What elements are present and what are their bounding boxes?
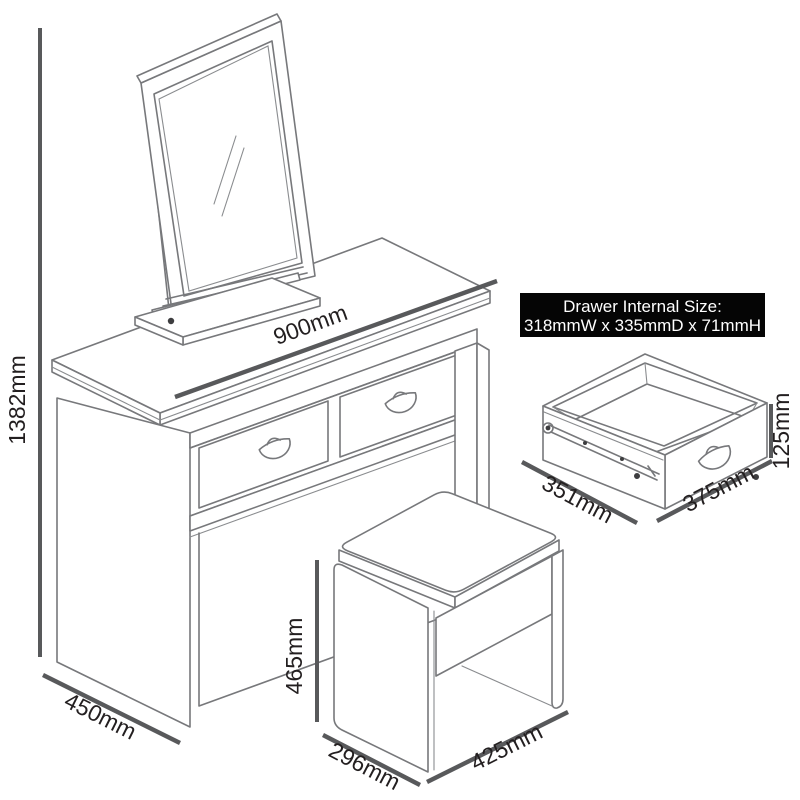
dim-label-stool-height: 465mm [281,618,307,695]
dim-label-total-height: 1382mm [4,355,30,444]
table-bottom-rail-line [189,432,478,538]
drawer-drawing [542,353,768,510]
stool-seat-front-face [454,539,560,609]
right-drawer-cup-handle [384,391,417,414]
note-title: Drawer Internal Size: [563,297,722,316]
screw-dot [620,457,624,461]
stool-seat-top [341,491,557,593]
screw-dot [634,473,640,479]
table-right-leg-side [476,342,490,525]
stool-right-panel [551,549,564,709]
stool-drawing [333,491,564,773]
dim-line-drawer-width [655,459,774,523]
note-size-value: 318mmW x 335mmD x 71mmH [524,316,761,335]
mirror-frame-inner-edge [153,40,303,297]
dim-line-table-depth [42,673,181,745]
stool-gap-interior-line [461,665,553,707]
table-left-drawer-front [198,400,329,509]
stool-left-panel [333,563,429,773]
mirror-shine-lines [213,135,245,217]
drawer-slide-rail [542,422,759,481]
mirror-frame-top-bar [136,13,282,84]
dim-line-stool-width [426,710,569,784]
dim-label-stool-width: 425mm [466,718,546,775]
dim-line-drawer-depth [520,460,639,525]
mirror-base-plinth-left [134,316,184,346]
mirror-stand-screw [167,317,175,325]
left-drawer-cup-handle [258,437,291,460]
screw-dot [753,474,759,480]
dim-line-stool-depth [321,733,422,787]
drawer-left-face-edge [543,411,664,461]
note-box-background [520,293,765,337]
mirror-glass-edge [158,45,298,292]
table-left-panel [56,397,191,728]
dressing-table-drawing [51,237,491,728]
mirror-drawing [134,13,321,346]
drawer-cup-handle [697,445,732,470]
drawer-internal-size-note: Drawer Internal Size: 318mmW x 335mmD x … [520,293,765,337]
dim-label-drawer-front-height: 125mm [768,393,794,470]
dim-line-table-width [174,278,498,400]
drawer-left-face [542,405,666,510]
screw-dot [583,441,587,445]
table-top-edge-lip [51,297,491,421]
